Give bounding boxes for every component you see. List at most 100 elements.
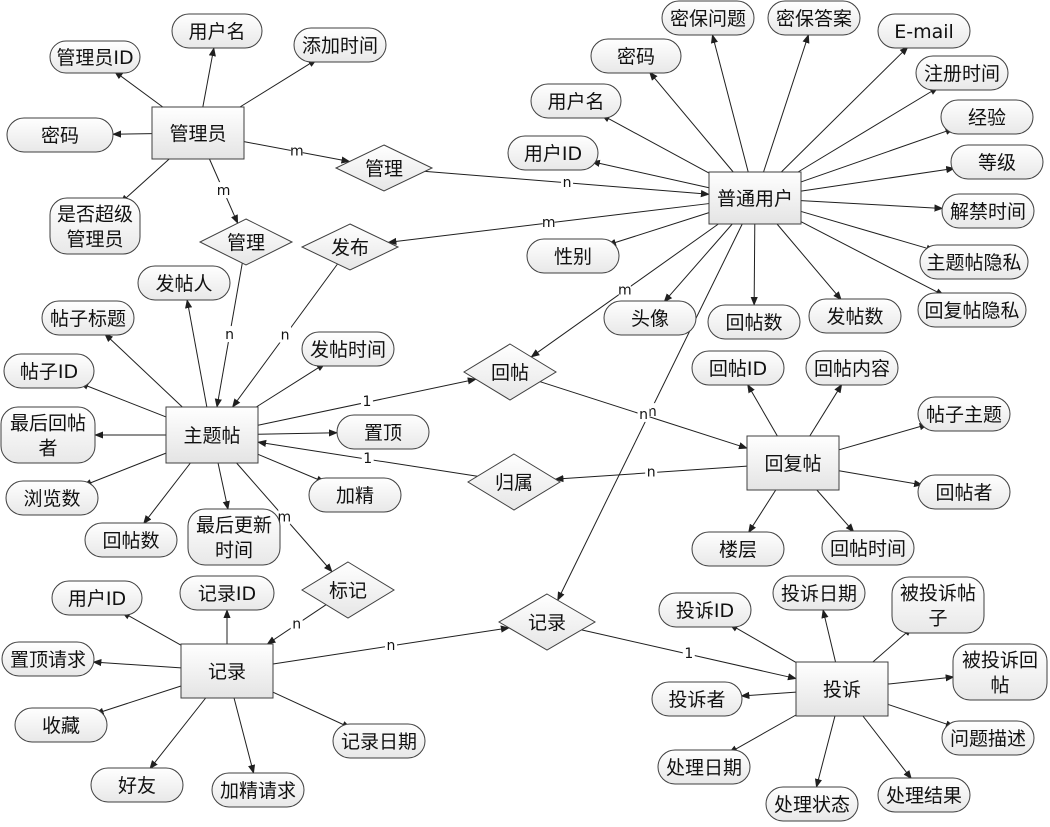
attribute-a_r_author: 回帖者 [917,474,1011,510]
attribute-pill [877,13,971,49]
attribute-a_u_gender: 性别 [526,238,620,274]
attribute-a_u_posts: 发帖数 [808,298,902,334]
attribute-a_r_floor: 楼层 [691,531,785,567]
relationship-label: 归属 [495,472,533,494]
attribute-label: 浏览数 [23,488,80,510]
attribute-pill [332,723,426,759]
entity-complaint: 投诉 [795,661,889,717]
edge-admin-to-a_admin_name [202,47,216,108]
attribute-pill [805,350,899,386]
attribute-a_u_tpriv: 主题帖隐私 [919,244,1029,280]
relationship-label: 回帖 [491,362,529,384]
relationship-r_manage2: 管理 [198,218,294,266]
edge-user-to-a_u_unban [800,200,944,212]
edge-reply-to-a_r_id [747,383,778,437]
attribute-a_r_id: 回帖ID [691,350,785,386]
relationship-diamond [334,144,434,192]
attribute-label: 处理结果 [886,785,962,807]
attribute-label: 发帖人 [155,273,212,295]
edge-user-to-a_u_level [800,165,956,192]
attribute-pill [137,265,231,301]
edge-topic-to-a_t_fine [257,453,326,483]
attribute-a_rec_friend: 好友 [90,767,184,803]
attribute-label: 帖 [990,675,1009,697]
attribute-pill [915,55,1009,91]
attribute-label: 解禁时间 [950,201,1026,223]
relationship-label: 管理 [365,158,403,180]
edge-record-to-a_rec_fav [94,685,182,715]
attribute-label: 回帖数 [102,530,159,552]
attribute-pill [941,193,1035,229]
cardinality-bg [561,173,574,190]
attribute-a_admin_pwd: 密码 [6,117,114,153]
edge-complaint-to-a_c_date [821,609,837,663]
edge-record-to-a_rec_friend [149,697,207,770]
cardinality-label: m [542,215,556,231]
entity-label: 投诉 [823,679,861,701]
cardinality-label: 1 [363,451,372,467]
attribute-a_c_pdate: 处理日期 [657,749,751,785]
edge-user-to-a_u_name [600,114,710,174]
entity-label: 主题帖 [183,425,240,447]
relationship-diamond [300,223,400,271]
attribute-pill [308,477,402,513]
attribute-label: 回复帖隐私 [924,300,1019,322]
entity-box [165,406,259,464]
attribute-pill [590,38,682,74]
attribute-pill [526,238,620,274]
attribute-pill [0,406,96,464]
edge-user-to-a_u_a [763,34,810,173]
edge-complaint-to-a_c_rpost [887,674,955,685]
cardinality-label: n [281,328,290,344]
attribute-a_c_date: 投诉日期 [772,575,866,611]
attribute-pill [5,480,99,516]
edge-admin-to-a_admin_super [119,158,170,204]
attribute-pill [90,767,184,803]
attribute-label: 置顶请求 [10,649,86,671]
edge-topic-to-a_t_updated [217,462,230,511]
attribute-label: 主题帖隐私 [926,252,1021,274]
relationship-diamond [467,453,561,511]
attribute-label: 性别 [554,246,592,268]
edge-user-to-a_u_avatar [663,223,733,303]
attribute-label: 者 [38,438,57,460]
edge-user-to-a_u_posts [776,223,842,301]
attribute-label: 好友 [118,775,156,797]
relationship-r_replypost: 回帖 [463,343,557,401]
attribute-label: 回帖时间 [830,538,906,560]
edge-topic-to-a_t_id [79,382,167,418]
entity-reply: 回复帖 [746,435,840,491]
attribute-a_u_rpriv: 回复帖隐私 [917,292,1027,328]
attribute-a_rec_topreq: 置顶请求 [1,641,95,677]
attribute-pill [179,575,275,611]
attribute-a_t_poster: 发帖人 [137,265,231,301]
attribute-label: 问题描述 [950,728,1026,750]
attribute-label: 回帖数 [725,312,782,334]
edge-user-to-a_u_q [710,34,749,173]
edge-topic-to-a_t_title [104,333,183,408]
edge-complaint-to-a_c_tpost [872,627,913,663]
attribute-a_r_content: 回帖内容 [805,350,899,386]
cardinality-label: m [217,183,231,199]
attribute-pill [3,353,95,389]
attribute-a_rec_fav: 收藏 [14,707,108,743]
attribute-label: 经验 [968,107,1006,129]
entity-box [795,661,889,717]
attribute-label: 用户名 [547,91,604,113]
attribute-label: 被投诉帖 [900,583,976,605]
attribute-pill [821,530,915,566]
cardinality-label: n [563,175,572,191]
cardinality-bg [360,393,373,410]
attribute-label: 投诉ID [676,600,734,622]
edge-complaint-to-a_c_result [862,715,912,780]
attribute-a_u_a: 密保答案 [767,0,861,36]
edge-user-to-a_u_pwd [649,71,734,173]
edge-admin-to-a_admin_added [239,59,318,108]
attribute-pill [51,580,143,616]
attribute-label: 密码 [41,125,79,147]
attribute-label: 最后更新 [196,515,272,537]
attribute-a_u_exp: 经验 [940,99,1034,135]
attribute-a_u_reg: 注册时间 [915,55,1009,91]
edge-record-to-a_rec_topreq [92,658,182,669]
